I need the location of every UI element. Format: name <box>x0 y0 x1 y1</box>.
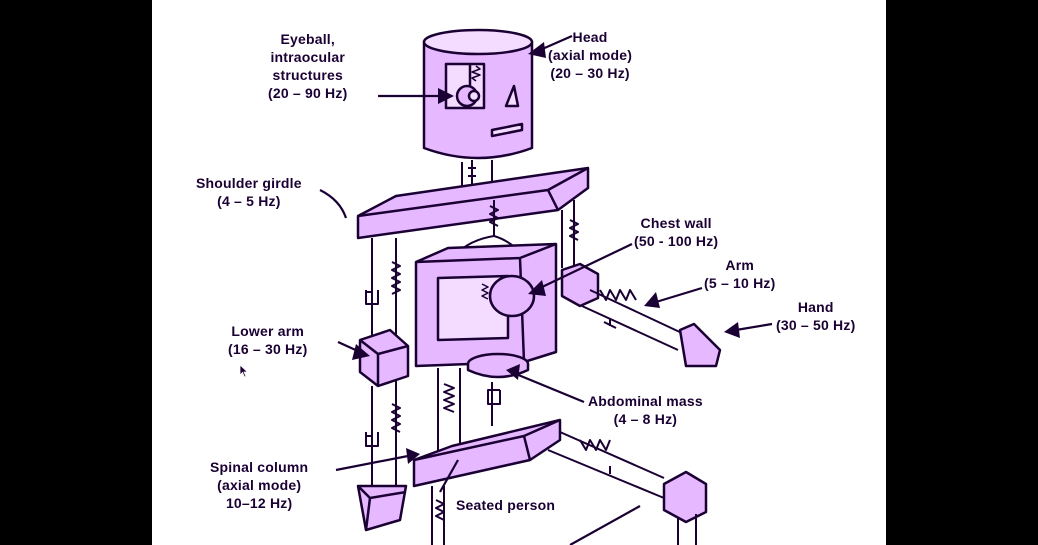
lower-arm-block <box>358 328 410 388</box>
head-frequency: (20 – 30 Hz) <box>550 65 630 81</box>
label-eyeball: Eyeball, intraocular structures (20 – 90… <box>268 30 347 102</box>
abdominal-title: Abdominal mass <box>588 393 703 409</box>
shoulder-frequency: (4 – 5 Hz) <box>217 193 281 209</box>
shoulder-girdle <box>356 166 590 240</box>
eyeball-title: Eyeball, <box>280 31 335 47</box>
label-head: Head (axial mode) (20 – 30 Hz) <box>548 28 632 82</box>
label-hand: Hand (30 – 50 Hz) <box>776 298 855 334</box>
arm-title: Arm <box>725 257 755 273</box>
head-title: Head <box>572 29 608 45</box>
shoulder-title: Shoulder girdle <box>196 175 302 191</box>
head-cylinder <box>422 28 534 160</box>
hand-title: Hand <box>797 299 834 315</box>
right-arm-block <box>560 262 600 308</box>
chest-frequency: (50 - 100 Hz) <box>634 233 719 249</box>
label-chest-wall: Chest wall (50 - 100 Hz) <box>634 214 718 250</box>
hand-frequency: (30 – 50 Hz) <box>776 317 856 333</box>
abdominal-frequency: (4 – 8 Hz) <box>613 411 678 427</box>
leg <box>547 431 665 499</box>
label-shoulder-girdle: Shoulder girdle (4 – 5 Hz) <box>196 174 302 210</box>
lower-arm-title: Lower arm <box>231 323 305 339</box>
eyeball-subtitle-2: structures <box>272 67 343 83</box>
left-hand-block <box>356 484 408 532</box>
label-arm: Arm (5 – 10 Hz) <box>704 256 775 292</box>
lower-spine <box>437 368 501 456</box>
label-seated-person: Seated person <box>456 496 555 514</box>
arm-frequency: (5 – 10 Hz) <box>704 275 776 291</box>
chest-title: Chest wall <box>640 215 712 231</box>
right-upper-arm <box>561 200 579 270</box>
lower-leg-lines <box>431 486 697 545</box>
lower-arm-frequency: (16 – 30 Hz) <box>228 341 308 357</box>
label-spinal-column: Spinal column (axial mode) 10–12 Hz) <box>210 458 308 512</box>
label-lower-arm: Lower arm (16 – 30 Hz) <box>228 322 307 358</box>
arrow-heads <box>352 42 740 464</box>
foot-block <box>662 470 708 524</box>
right-forearm <box>581 289 685 351</box>
spinal-title: Spinal column <box>210 459 309 475</box>
left-forearm-lines <box>365 380 401 490</box>
right-hand-block <box>678 322 722 368</box>
spinal-mode: (axial mode) <box>217 477 302 493</box>
spinal-frequency: 10–12 Hz) <box>225 495 293 511</box>
pelvis-seat-block <box>412 418 562 488</box>
label-abdominal-mass: Abdominal mass (4 – 8 Hz) <box>588 392 703 428</box>
eyeball-frequency: (20 – 90 Hz) <box>268 85 348 101</box>
eyeball-subtitle: intraocular <box>270 49 345 65</box>
head-mode: (axial mode) <box>548 47 633 63</box>
chest-box <box>414 242 558 368</box>
mouse-cursor-icon <box>239 364 249 378</box>
left-upper-arm <box>365 238 401 340</box>
seated-title: Seated person <box>456 497 556 513</box>
